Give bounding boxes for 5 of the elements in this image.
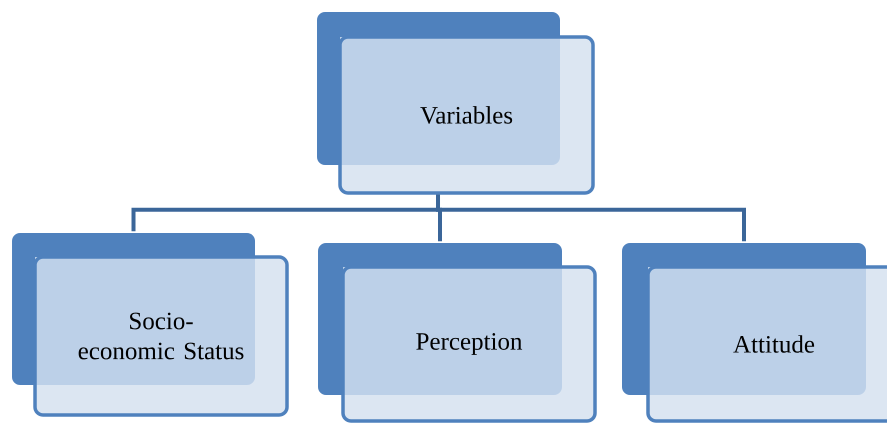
card-box: Attitude [622, 243, 887, 423]
card-box: Perception [318, 243, 597, 423]
connector-line [436, 194, 746, 242]
card-box: Variables [317, 12, 595, 195]
card-box: Socio-economic Status [12, 233, 289, 417]
